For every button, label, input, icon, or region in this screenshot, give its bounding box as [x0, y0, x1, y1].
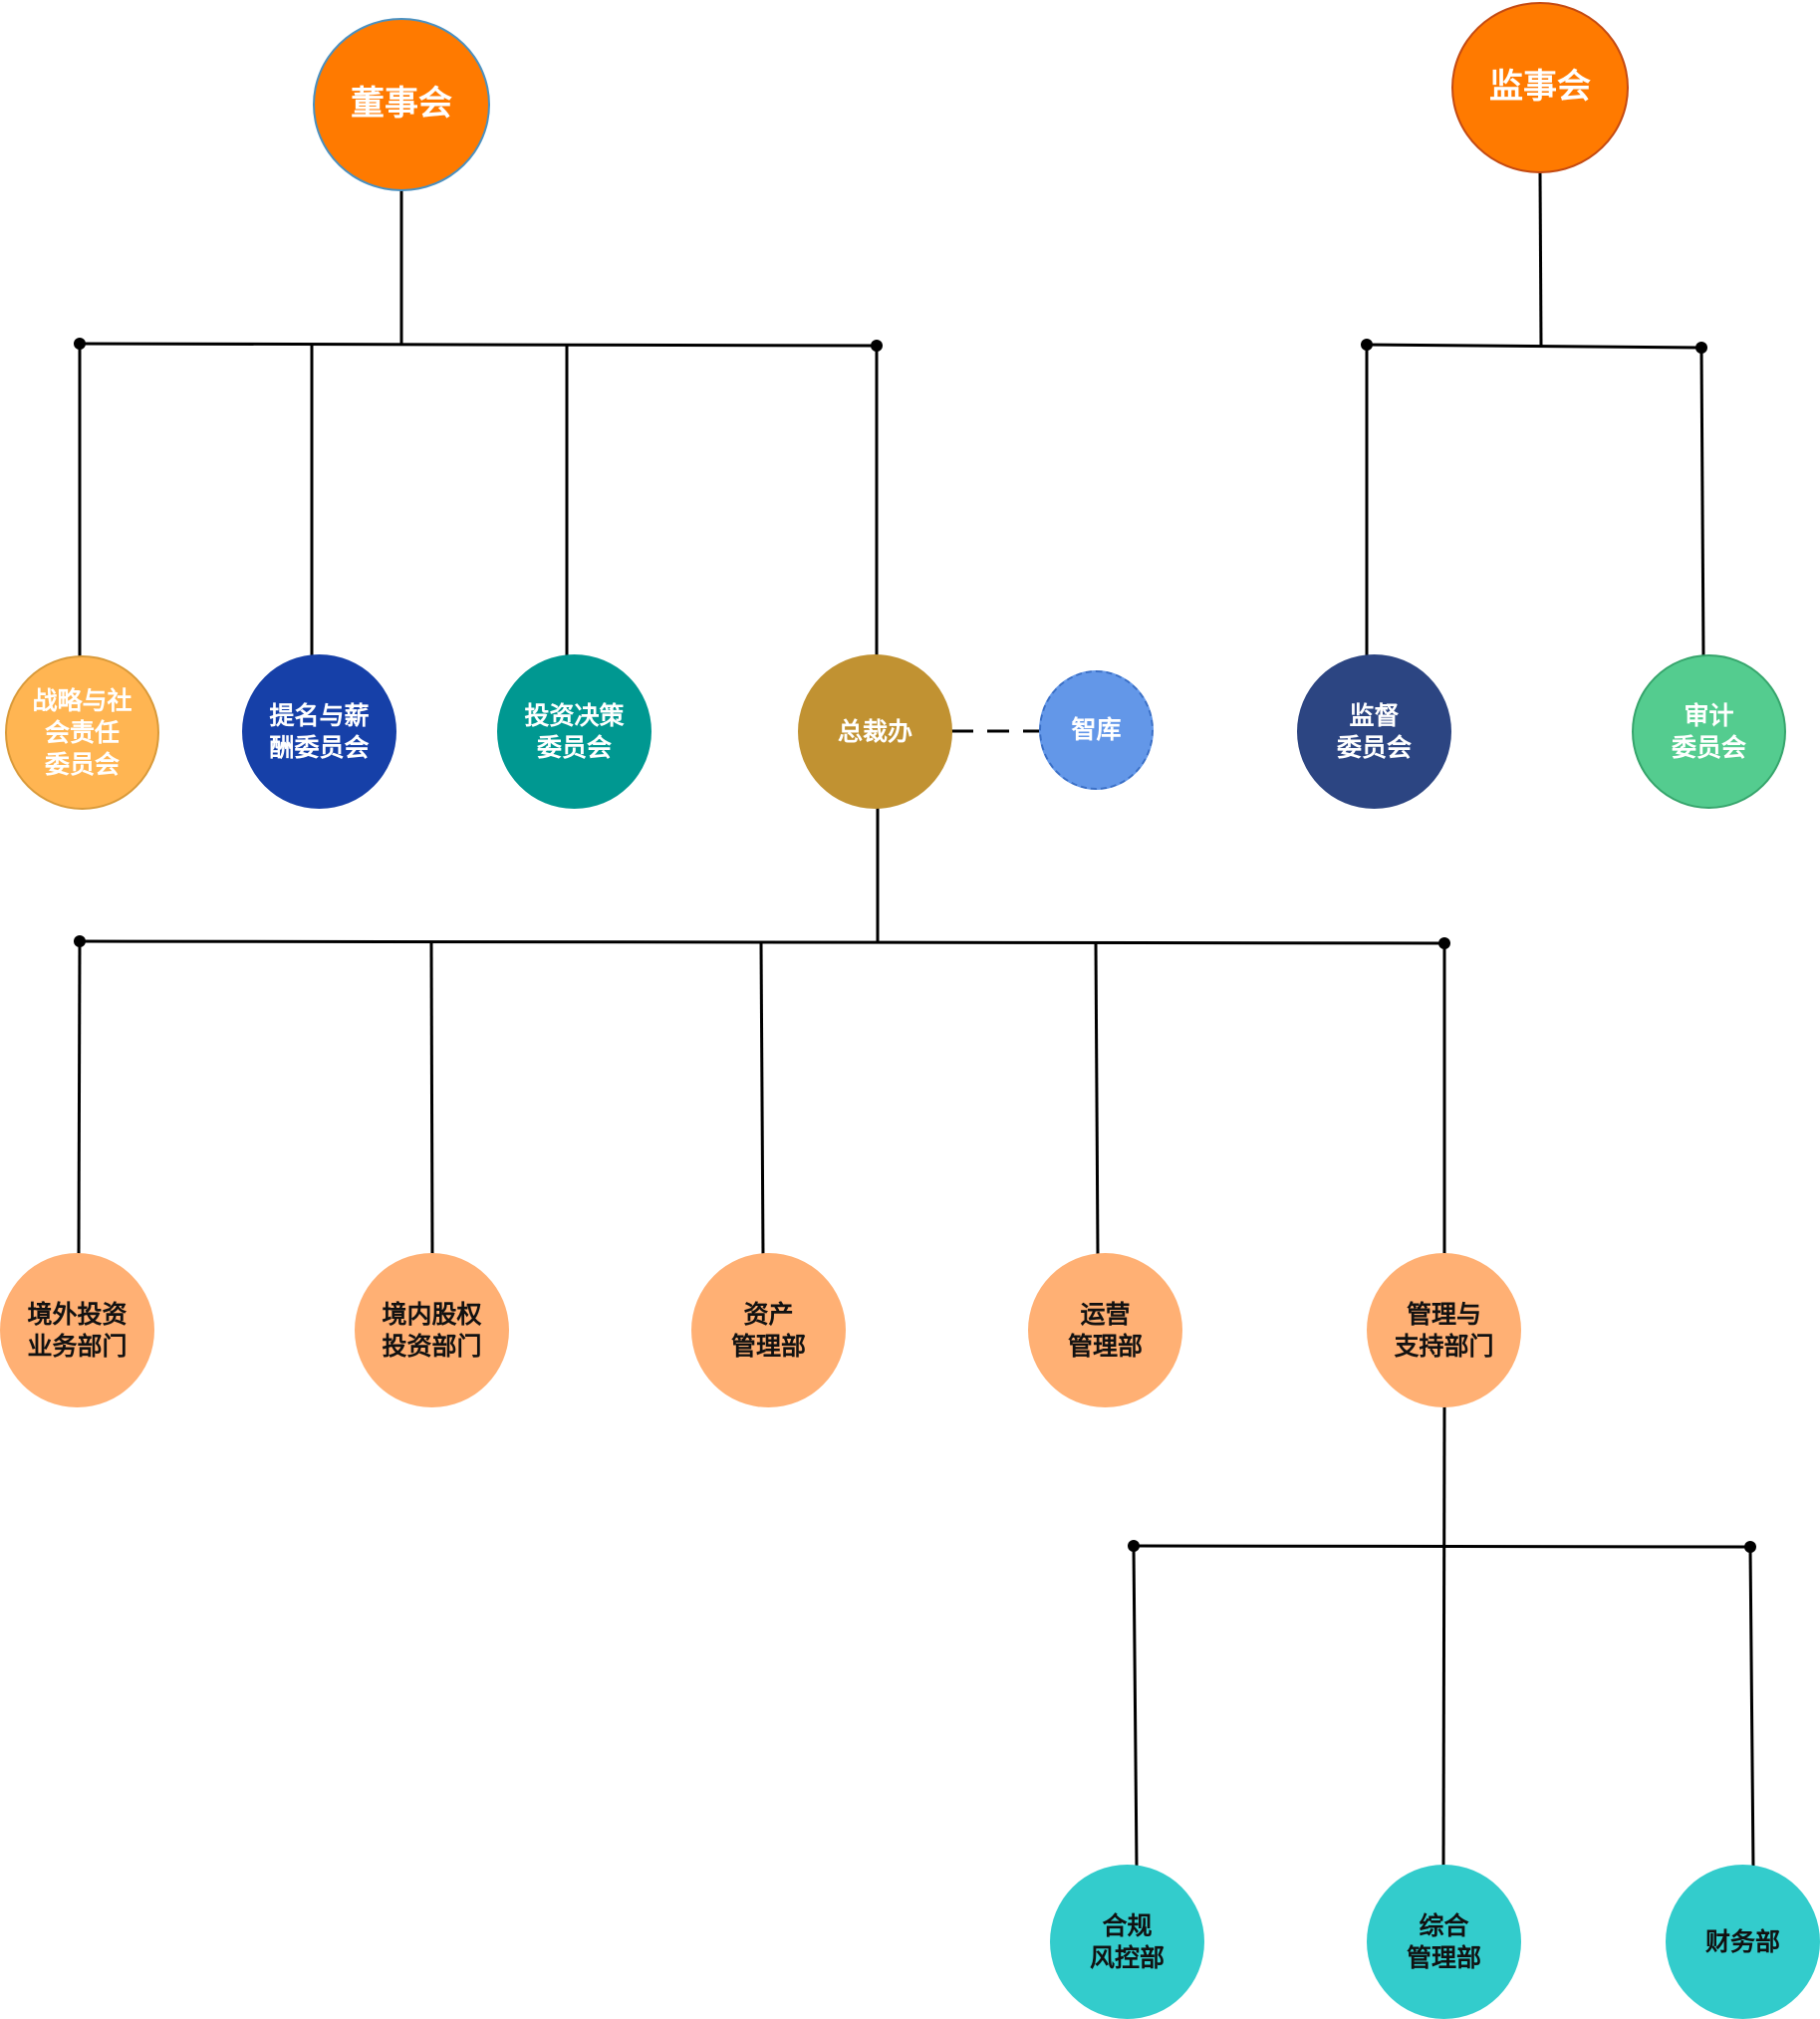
label-line: 监督 [1349, 700, 1400, 730]
label-line: 监事会 [1489, 67, 1591, 108]
node-supervision-label: 监督委员会 [1337, 700, 1412, 764]
label-line: 战略与社 [32, 685, 132, 715]
label-line: 投资部门 [382, 1331, 482, 1361]
node-strategy-label: 战略与社会责任委员会 [32, 685, 131, 781]
label-line: 投资决策 [524, 700, 625, 730]
node-president-label: 总裁办 [838, 716, 912, 748]
label-line: 支持部门 [1394, 1331, 1494, 1361]
node-domestic-label: 境内股权投资部门 [382, 1299, 481, 1363]
label-line: 管理部 [730, 1331, 806, 1361]
label-line: 会责任 [44, 717, 120, 747]
label-line: 委员会 [536, 732, 612, 762]
label-line: 提名与薪 [269, 700, 370, 730]
node-nomination-committee[interactable]: 提名与薪酬委员会 [242, 654, 396, 809]
node-think-tank[interactable]: 智库 [1039, 670, 1154, 790]
label-line: 管理部 [1406, 1942, 1481, 1972]
node-overseas-investment[interactable]: 境外投资业务部门 [0, 1253, 154, 1407]
node-compliance-risk[interactable]: 合规风控部 [1050, 1865, 1204, 2019]
node-asset-management[interactable]: 资产管理部 [691, 1253, 846, 1407]
label-line: 资产 [743, 1299, 794, 1329]
node-board[interactable]: 董事会 [313, 18, 490, 191]
label-line: 管理部 [1067, 1331, 1143, 1361]
label-line: 财务部 [1704, 1926, 1780, 1956]
label-line: 风控部 [1089, 1942, 1165, 1972]
label-line: 董事会 [351, 84, 452, 125]
node-compliance-label: 合规风控部 [1090, 1910, 1165, 1974]
node-strategy-committee[interactable]: 战略与社会责任委员会 [5, 655, 159, 810]
label-line: 酬委员会 [269, 732, 370, 762]
label-line: 综合 [1419, 1910, 1469, 1940]
label-line: 境内股权 [382, 1299, 482, 1329]
node-investment-decision-committee[interactable]: 投资决策委员会 [497, 654, 651, 809]
node-finance-label: 财务部 [1705, 1926, 1780, 1958]
node-overseas-label: 境外投资业务部门 [27, 1299, 127, 1363]
label-line: 委员会 [1336, 732, 1412, 762]
label-line: 委员会 [44, 749, 120, 779]
label-line: 运营 [1080, 1299, 1131, 1329]
node-supervisory-label: 监事会 [1489, 66, 1591, 110]
node-management-support-label: 管理与支持部门 [1394, 1299, 1493, 1363]
node-audit-label: 审计委员会 [1672, 700, 1746, 764]
label-line: 境外投资 [27, 1299, 128, 1329]
node-management-support[interactable]: 管理与支持部门 [1367, 1253, 1521, 1407]
label-line: 管理与 [1406, 1299, 1481, 1329]
label-line: 业务部门 [27, 1331, 128, 1361]
node-operations-label: 运营管理部 [1068, 1299, 1143, 1363]
node-asset-label: 资产管理部 [731, 1299, 806, 1363]
label-line: 智库 [1071, 715, 1122, 744]
node-operations-management[interactable]: 运营管理部 [1028, 1253, 1182, 1407]
node-board-label: 董事会 [351, 83, 452, 126]
node-general-label: 综合管理部 [1407, 1910, 1481, 1974]
node-investment-decision-label: 投资决策委员会 [524, 700, 624, 764]
node-audit-committee[interactable]: 审计委员会 [1632, 654, 1786, 809]
label-line: 总裁办 [837, 716, 912, 746]
node-president-office[interactable]: 总裁办 [798, 654, 952, 809]
node-think-tank-label: 智库 [1071, 714, 1121, 746]
node-supervision-committee[interactable]: 监督委员会 [1297, 654, 1451, 809]
node-domestic-equity[interactable]: 境内股权投资部门 [355, 1253, 509, 1407]
node-supervisory[interactable]: 监事会 [1451, 2, 1629, 173]
node-general-management[interactable]: 综合管理部 [1367, 1865, 1521, 2019]
node-finance[interactable]: 财务部 [1666, 1865, 1820, 2019]
label-line: 合规 [1102, 1910, 1153, 1940]
label-line: 审计 [1684, 700, 1734, 730]
node-nomination-label: 提名与薪酬委员会 [269, 700, 369, 764]
label-line: 委员会 [1671, 732, 1746, 762]
